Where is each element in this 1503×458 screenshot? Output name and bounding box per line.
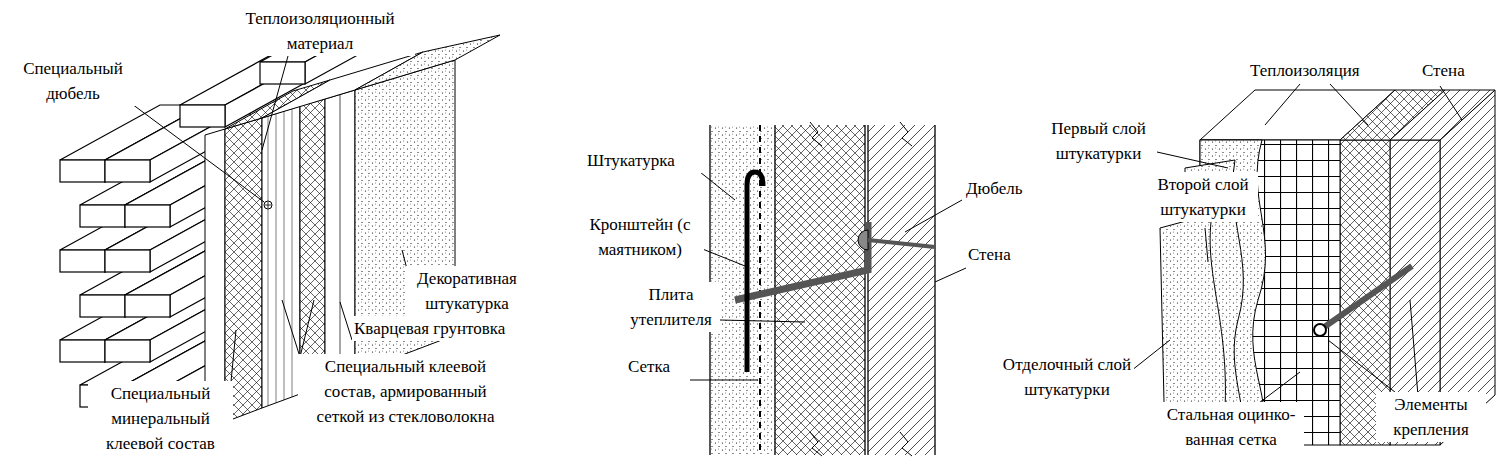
callout-label: Декоративная штукатурка [406,266,528,316]
callout-label: Второй слой штукатурки [1148,172,1258,222]
callout-label: Штукатурка [585,148,705,173]
callout-label: Теплоизоляционный материал [225,6,415,56]
callout-label: Стена [1420,58,1490,83]
callout-label: Стальная оцинко- ванная сетка [1158,402,1304,452]
callout-label: Теплоизоляция [1248,58,1378,83]
callout-label: Элементы крепления [1376,392,1486,442]
callout-label: Специальный дюбель [8,56,138,106]
callout-label: Кварцевая грунтовка [352,316,552,341]
callout-label: Стена [966,242,1036,267]
callout-label: Первый слой штукатурки [1040,116,1157,166]
callout-label: Специальный клеевой состав, армированный… [298,354,513,429]
callout-label: Кронштейн (с маятником) [576,212,704,262]
callout-label: Специальный минеральный клеевой состав [88,381,233,456]
callout-label: Дюбель [964,176,1044,201]
callout-label: Сетка [626,354,696,379]
callout-label: Плита утеплителя [622,282,720,332]
callout-label: Отделочный слой штукатурки [1000,352,1134,402]
